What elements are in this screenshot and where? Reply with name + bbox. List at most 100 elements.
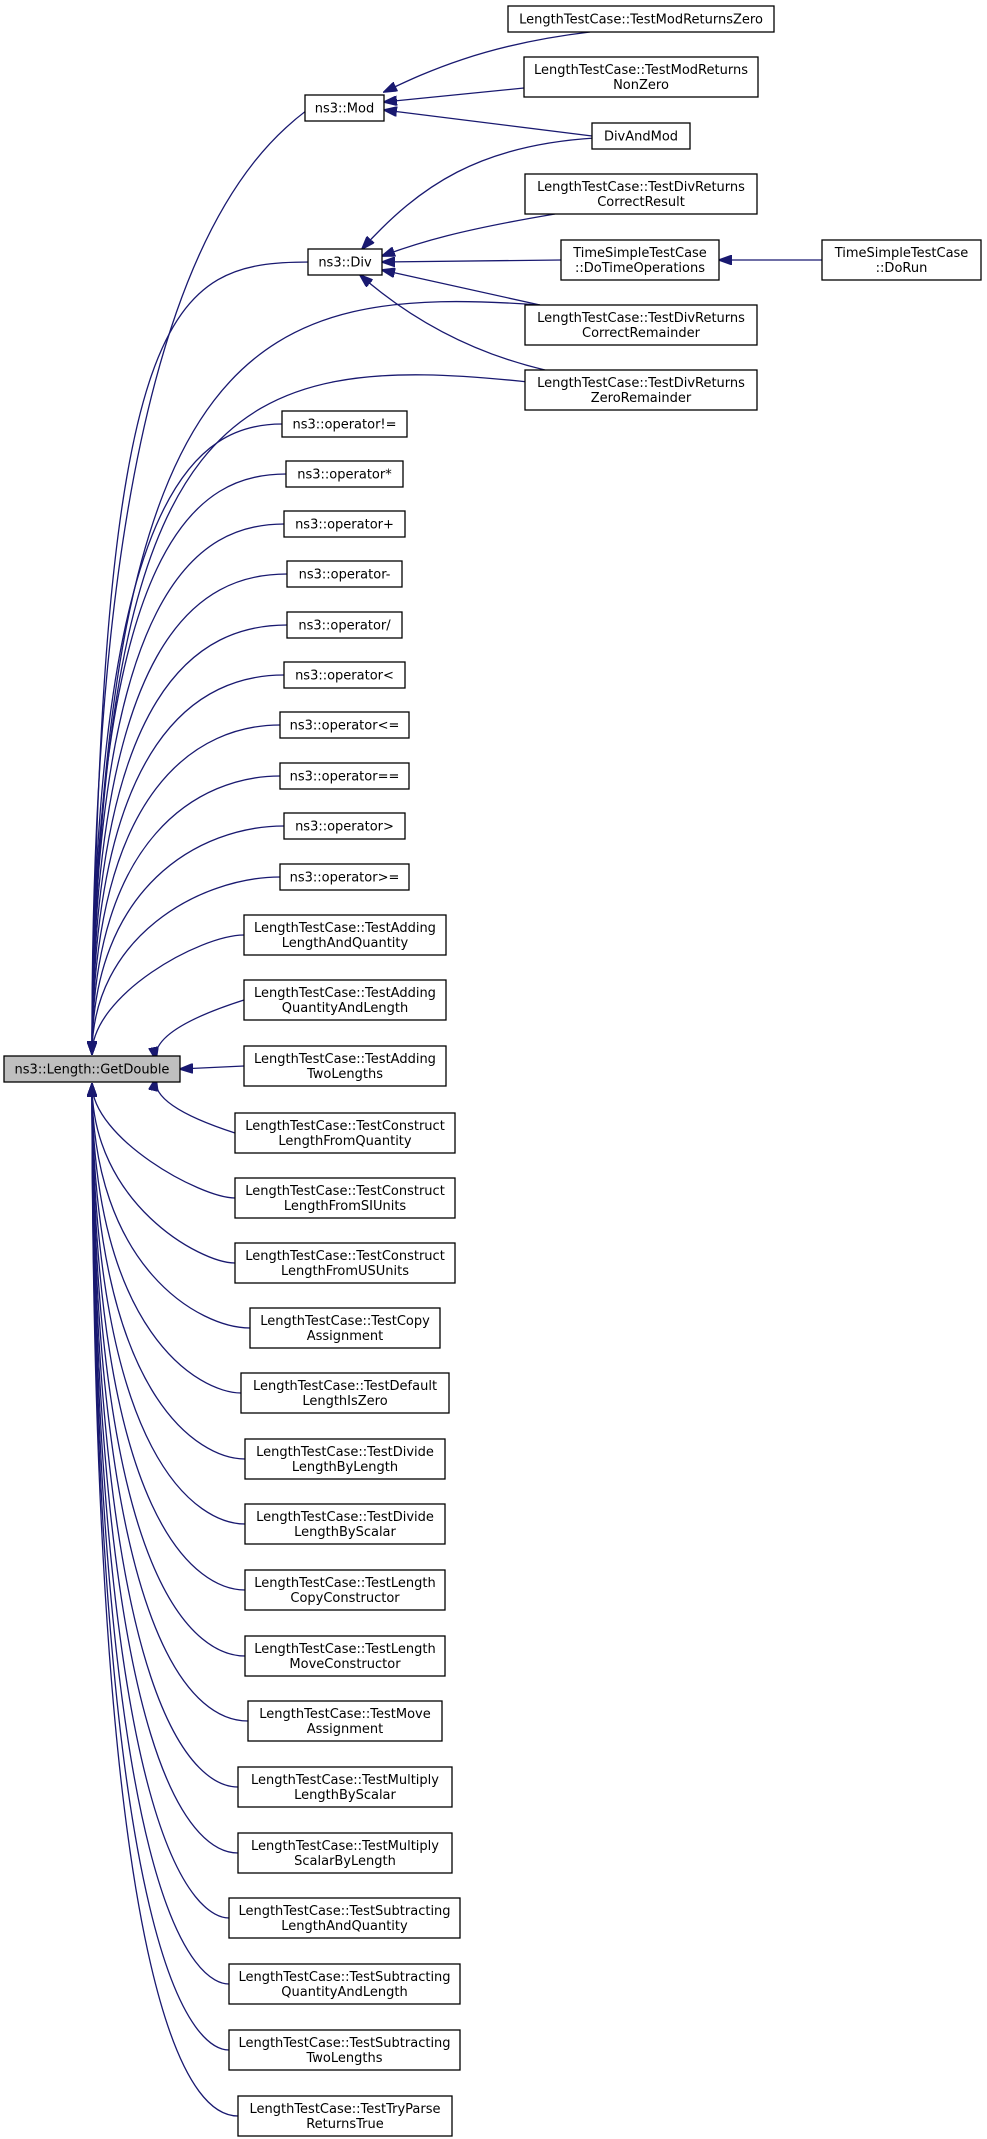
node-label: TwoLengths: [306, 2051, 383, 2066]
node-label: Assignment: [307, 1329, 384, 1344]
node-dotimeops[interactable]: TimeSimpleTestCase::DoTimeOperations: [560, 239, 720, 281]
node-box: [560, 239, 720, 281]
edge-t-sub-two-to-getdouble: [92, 1084, 230, 2051]
edge-op-eq-to-getdouble: [92, 775, 281, 1054]
node-label: ZeroRemainder: [591, 391, 692, 406]
node-op-mul[interactable]: ns3::operator*: [285, 460, 404, 488]
node-label: LengthTestCase::TestModReturnsZero: [519, 13, 763, 28]
node-box: [237, 1832, 453, 1874]
node-label: ScalarByLength: [294, 1854, 396, 1869]
node-label: LengthAndQuantity: [281, 1919, 408, 1934]
node-op-ge[interactable]: ns3::operator>=: [279, 863, 410, 891]
node-t-con-us[interactable]: LengthTestCase::TestConstructLengthFromU…: [234, 1242, 456, 1284]
node-label: QuantityAndLength: [282, 1001, 408, 1016]
node-label: ReturnsTrue: [306, 2117, 384, 2132]
node-label: LengthTestCase::TestAdding: [254, 1052, 436, 1067]
node-op-lt[interactable]: ns3::operator<: [283, 661, 406, 689]
node-label: LengthByLength: [292, 1460, 398, 1475]
node-t-div-rem[interactable]: LengthTestCase::TestDivReturnsCorrectRem…: [524, 304, 758, 346]
node-t-con-si[interactable]: LengthTestCase::TestConstructLengthFromS…: [234, 1177, 456, 1219]
node-label: TimeSimpleTestCase: [572, 246, 707, 261]
node-mod[interactable]: ns3::Mod: [304, 94, 385, 122]
node-op-minus[interactable]: ns3::operator-: [286, 560, 403, 588]
node-label: LengthTestCase::TestDefault: [253, 1379, 437, 1394]
node-label: LengthTestCase::TestConstruct: [245, 1184, 445, 1199]
node-label: ns3::operator>=: [290, 871, 400, 886]
node-box: [244, 1569, 446, 1611]
node-t-mod-zero[interactable]: LengthTestCase::TestModReturnsZero: [507, 5, 775, 33]
node-label: LengthTestCase::TestMultiply: [251, 1839, 439, 1854]
node-label: Assignment: [307, 1722, 384, 1737]
node-t-mul-ls[interactable]: LengthTestCase::TestMultiplyLengthByScal…: [237, 1766, 453, 1808]
node-box: [286, 611, 403, 639]
node-op-eq[interactable]: ns3::operator==: [279, 762, 410, 790]
edge-t-sub-lq-to-getdouble: [92, 1084, 230, 1919]
node-dorun[interactable]: TimeSimpleTestCase::DoRun: [821, 239, 982, 281]
node-label: QuantityAndLength: [281, 1985, 407, 2000]
node-label: LengthTestCase::TestConstruct: [245, 1249, 445, 1264]
node-t-move-ctor[interactable]: LengthTestCase::TestLengthMoveConstructo…: [244, 1635, 446, 1677]
node-t-div-zero-rem[interactable]: LengthTestCase::TestDivReturnsZeroRemain…: [524, 369, 758, 411]
node-box: [821, 239, 982, 281]
node-label: ns3::operator==: [290, 770, 400, 785]
node-t-sub-lq[interactable]: LengthTestCase::TestSubtractingLengthAnd…: [228, 1897, 461, 1939]
node-label: LengthTestCase::TestAdding: [254, 921, 436, 936]
node-label: LengthTestCase::TestMultiply: [251, 1773, 439, 1788]
node-label: LengthTestCase::TestCopy: [260, 1314, 430, 1329]
node-op-div[interactable]: ns3::operator/: [286, 611, 403, 639]
node-label: LengthTestCase::TestDivide: [256, 1445, 434, 1460]
edge-op-div-to-getdouble: [92, 624, 288, 1054]
node-t-add-lq[interactable]: LengthTestCase::TestAddingLengthAndQuant…: [243, 914, 447, 956]
node-box: [243, 979, 447, 1021]
node-t-copy-ctor[interactable]: LengthTestCase::TestLengthCopyConstructo…: [244, 1569, 446, 1611]
node-getdouble[interactable]: ns3::Length::GetDouble: [3, 1055, 181, 1083]
edge-t-div-scalar-to-getdouble: [92, 1084, 246, 1525]
node-t-add-ql[interactable]: LengthTestCase::TestAddingQuantityAndLen…: [243, 979, 447, 1021]
node-label: LengthTestCase::TestDivReturns: [537, 311, 745, 326]
node-t-con-q[interactable]: LengthTestCase::TestConstructLengthFromQ…: [234, 1112, 456, 1154]
edge-op-gt-to-getdouble: [92, 825, 285, 1054]
node-box: [591, 122, 691, 150]
node-box: [244, 1503, 446, 1545]
node-box: [279, 863, 410, 891]
node-label: LengthByScalar: [294, 1788, 396, 1803]
node-label: LengthFromSIUnits: [284, 1199, 407, 1214]
node-op-ne[interactable]: ns3::operator!=: [281, 410, 408, 438]
node-divandmod[interactable]: DivAndMod: [591, 122, 691, 150]
edge-t-mod-nonzero-to-mod: [384, 87, 525, 102]
node-op-le[interactable]: ns3::operator<=: [279, 711, 410, 739]
node-box: [244, 1438, 446, 1480]
node-box: [244, 1635, 446, 1677]
edge-t-con-si-to-getdouble: [92, 1084, 236, 1199]
node-box: [524, 304, 758, 346]
node-box: [524, 369, 758, 411]
node-t-sub-ql[interactable]: LengthTestCase::TestSubtractingQuantityA…: [228, 1963, 461, 2005]
edge-op-lt-to-getdouble: [92, 674, 285, 1054]
node-label: ns3::operator!=: [292, 418, 396, 433]
node-label: LengthTestCase::TestDivReturns: [537, 180, 745, 195]
edge-op-ge-to-getdouble: [92, 876, 281, 1054]
edge-t-default-zero-to-getdouble: [92, 1084, 242, 1394]
node-label: LengthTestCase::TestSubtracting: [238, 1904, 450, 1919]
node-label: ns3::Div: [318, 256, 372, 271]
node-op-gt[interactable]: ns3::operator>: [283, 812, 406, 840]
node-op-plus[interactable]: ns3::operator+: [283, 510, 406, 538]
node-label: CorrectResult: [597, 195, 685, 210]
node-label: LengthTestCase::TestModReturns: [534, 63, 748, 78]
node-t-div-correct[interactable]: LengthTestCase::TestDivReturnsCorrectRes…: [524, 173, 758, 215]
node-t-sub-two[interactable]: LengthTestCase::TestSubtractingTwoLength…: [228, 2029, 461, 2071]
edge-t-mod-zero-to-mod: [384, 31, 591, 92]
node-box: [237, 2095, 453, 2137]
node-div[interactable]: ns3::Div: [307, 248, 383, 276]
edge-t-mul-ls-to-getdouble: [92, 1084, 239, 1788]
node-t-mul-sl[interactable]: LengthTestCase::TestMultiplyScalarByLeng…: [237, 1832, 453, 1874]
